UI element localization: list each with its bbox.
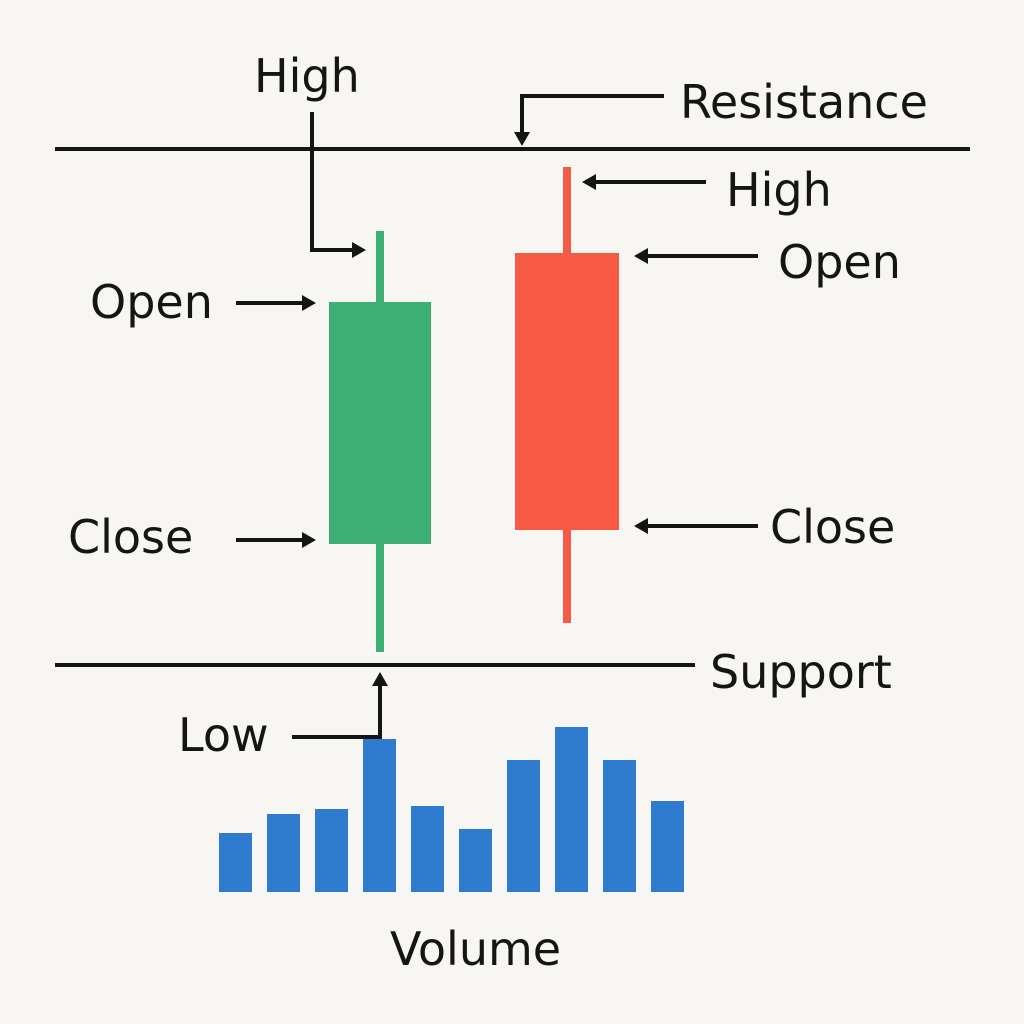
volume-bar — [219, 833, 252, 892]
volume-bar — [411, 806, 444, 892]
bullish-close-label: Close — [68, 510, 193, 564]
volume-bar — [555, 727, 588, 892]
volume-bar — [363, 739, 396, 892]
volume-bars — [219, 727, 684, 892]
volume-bar — [315, 809, 348, 892]
bearish-open-arrowhead — [634, 248, 648, 264]
bearish-high-arrowhead — [582, 174, 596, 190]
bearish-close-arrowhead — [634, 518, 648, 534]
volume-bar — [507, 760, 540, 892]
bearish-high-label: High — [726, 163, 832, 217]
bearish-body — [515, 253, 619, 530]
volume-bar — [651, 801, 684, 892]
bullish-low-label: Low — [178, 708, 269, 762]
bearish-candle — [515, 167, 619, 623]
bullish-open-label: Open — [90, 275, 213, 329]
support-label: Support — [710, 645, 892, 699]
bearish-open-label: Open — [778, 235, 901, 289]
bullish-high-arrow — [310, 112, 354, 252]
bullish-body — [329, 302, 431, 544]
bearish-close-label: Close — [770, 500, 895, 554]
resistance-label: Resistance — [680, 75, 928, 129]
resistance-arrowhead — [514, 132, 530, 146]
bullish-low-arrowhead — [372, 672, 388, 686]
bullish-open-arrowhead — [302, 295, 316, 311]
volume-bar — [267, 814, 300, 892]
bullish-candle — [329, 231, 431, 652]
bullish-high-arrowhead — [352, 242, 366, 258]
volume-bar — [603, 760, 636, 892]
bullish-high-label: High — [254, 49, 360, 103]
bullish-low-arrow — [292, 684, 382, 739]
volume-label: Volume — [390, 922, 561, 976]
resistance-arrow — [520, 94, 664, 136]
volume-bar — [459, 829, 492, 892]
bullish-close-arrowhead — [302, 532, 316, 548]
